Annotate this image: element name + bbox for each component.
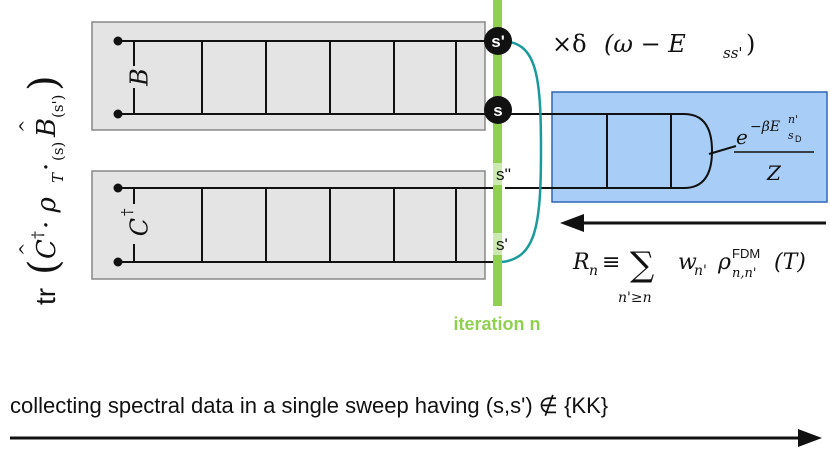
lower-terminal-dot-top xyxy=(113,183,123,193)
s-double-prime-bg xyxy=(493,163,523,185)
node-s-prime-top xyxy=(484,27,512,55)
trace-t: T xyxy=(49,172,67,183)
trace-close-paren: ) xyxy=(21,75,67,91)
operator-c-dagger-symbol: † xyxy=(118,208,136,216)
iteration-label: iteration n xyxy=(453,314,540,334)
trace-s: (s) xyxy=(49,142,67,161)
lower-ladder xyxy=(118,187,502,263)
operator-c-letter: C xyxy=(126,218,154,236)
weight-e: e xyxy=(736,125,748,149)
density-block xyxy=(551,91,828,203)
s-double-prime-label: s'' xyxy=(496,165,511,184)
trace-hat-c: ^ xyxy=(16,243,35,256)
weight-exp-subsub: D xyxy=(795,134,802,144)
operator-c-dagger-label: C † xyxy=(118,208,154,236)
rn-formula: R n ≡ ∑ n'≥n w n' ρ FDM n,n' (T) xyxy=(572,245,806,306)
trace-tr: tr xyxy=(30,288,61,305)
lower-terminal-dot-bottom xyxy=(113,257,123,267)
delta-formula: ×δ (ω − E ss' ) xyxy=(552,30,755,62)
trace-bsub: (s') xyxy=(49,94,67,118)
caption-arrow xyxy=(10,429,822,447)
teal-arc xyxy=(499,39,543,264)
delta-close: ) xyxy=(746,30,755,58)
weight-exp-sub: s xyxy=(788,129,794,142)
rn-rho-sup: FDM xyxy=(732,246,760,261)
trace-open-paren: ( xyxy=(21,259,67,275)
upper-terminal-dot-bottom xyxy=(113,109,123,119)
rn-w: w xyxy=(678,250,697,275)
rn-rho: ρ xyxy=(717,250,731,275)
trace-middle: · ρ xyxy=(32,196,62,229)
node-s-prime-top-label: s' xyxy=(491,32,505,51)
node-s-label: s xyxy=(493,101,502,120)
rn-sum-sub: n'≥n xyxy=(618,290,652,306)
rn-lhs: R xyxy=(572,250,590,275)
trace-b: B xyxy=(32,118,62,138)
upper-ladder xyxy=(118,40,498,115)
upper-terminal-dot-top xyxy=(113,36,123,46)
trace-dagger: † xyxy=(28,231,47,239)
rn-sum: ∑ xyxy=(630,245,654,285)
rn-w-sub: n' xyxy=(694,263,707,279)
s-prime-bottom-bg xyxy=(493,233,521,255)
left-arrow xyxy=(560,214,826,232)
boltzmann-weight: e −βE n' s D Z xyxy=(734,113,814,185)
delta-sub: ss' xyxy=(723,44,743,62)
weight-den: Z xyxy=(766,161,782,185)
rn-lhs-sub: n xyxy=(589,263,598,279)
s-prime-bottom-label: s' xyxy=(496,235,508,254)
delta-arg: (ω − E xyxy=(604,30,686,58)
rn-arg: (T) xyxy=(774,250,806,275)
iteration-bar xyxy=(493,0,502,306)
weight-exp-sup: n' xyxy=(788,113,798,126)
trace-hat-b: ^ xyxy=(16,120,35,133)
weight-exp: −βE xyxy=(750,119,780,135)
trace-formula: tr ( ^ C † · ρ T · (s) ^ B (s') ) xyxy=(16,75,67,305)
caption: collecting spectral data in a single swe… xyxy=(10,393,608,418)
trace-dot: · xyxy=(32,163,62,171)
density-ladder xyxy=(505,113,737,189)
rn-equiv: ≡ xyxy=(602,250,620,275)
delta-times: ×δ xyxy=(552,30,587,58)
rn-rho-sub: n,n' xyxy=(732,266,756,281)
trace-c: C xyxy=(32,239,62,259)
node-s xyxy=(484,96,512,124)
operator-b-label: B xyxy=(126,68,154,87)
